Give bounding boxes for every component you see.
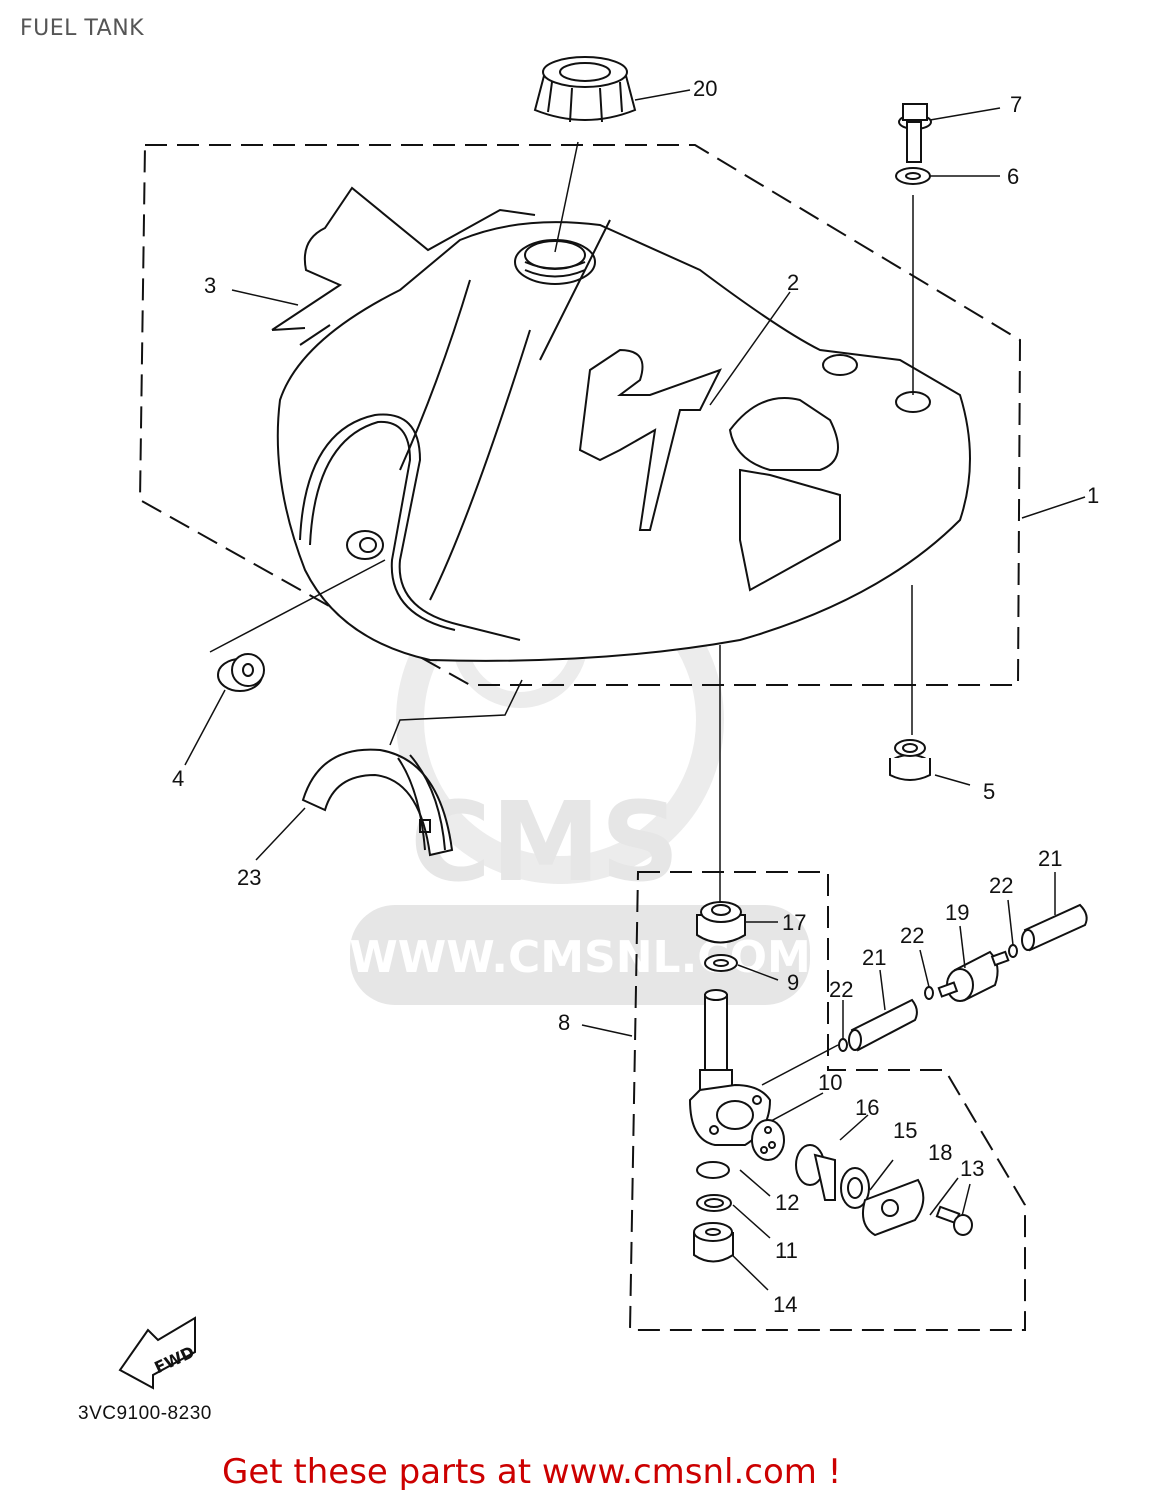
callout-3[interactable]: 3 <box>204 273 216 298</box>
callout-19[interactable]: 19 <box>945 900 969 925</box>
callout-13[interactable]: 13 <box>960 1156 984 1181</box>
side-graphic-3 <box>271 186 536 346</box>
watermark-url: WWW.CMSNL.COM <box>349 932 811 983</box>
fuel-cock-boundary <box>628 871 1026 1331</box>
fwd-arrow-icon: FWD <box>118 1316 197 1390</box>
tank-assembly-boundary <box>138 144 1022 686</box>
callout-6[interactable]: 6 <box>1007 164 1019 189</box>
callout-21b[interactable]: 21 <box>1038 846 1062 871</box>
rt-emblem <box>578 348 723 531</box>
callout-18[interactable]: 18 <box>928 1140 952 1165</box>
callout-12[interactable]: 12 <box>775 1190 799 1215</box>
damper-4 <box>217 653 265 692</box>
washer-6 <box>895 167 931 185</box>
damper-23 <box>301 748 454 857</box>
diagram-code: 3VC9100-8230 <box>78 1403 212 1424</box>
nut-17 <box>696 901 746 944</box>
plate-18 <box>862 1178 925 1237</box>
watermark-logo: CMS <box>410 778 679 906</box>
fuel-filter-19 <box>937 950 1010 1002</box>
callout-7[interactable]: 7 <box>1010 92 1022 117</box>
screw-13 <box>935 1205 973 1236</box>
cup-14 <box>693 1222 734 1263</box>
callout-1[interactable]: 1 <box>1087 483 1099 508</box>
lever-16 <box>795 1144 836 1201</box>
o-ring-11 <box>696 1194 732 1212</box>
callout-22c[interactable]: 22 <box>989 873 1013 898</box>
callout-2[interactable]: 2 <box>787 270 799 295</box>
callout-11[interactable]: 11 <box>775 1238 798 1263</box>
fuel-cock-body <box>688 989 772 1146</box>
callout-17[interactable]: 17 <box>782 910 806 935</box>
callout-numbers: 1 2 3 4 5 6 7 8 9 10 11 12 13 14 15 16 1… <box>172 76 1099 1317</box>
callout-20[interactable]: 20 <box>693 76 717 101</box>
callout-21a[interactable]: 21 <box>862 945 886 970</box>
callout-10[interactable]: 10 <box>818 1070 842 1095</box>
clips-22 <box>838 872 1056 1052</box>
fuel-hose-21b <box>1021 903 1088 952</box>
callout-16[interactable]: 16 <box>855 1095 879 1120</box>
callout-14[interactable]: 14 <box>773 1292 797 1317</box>
page-title: FUEL TANK <box>20 16 145 41</box>
fuel-hose-21a <box>848 998 918 1052</box>
washer-9 <box>704 954 738 972</box>
callout-22a[interactable]: 22 <box>829 977 853 1002</box>
strainer-12 <box>696 1161 730 1179</box>
promo-link[interactable]: Get these parts at www.cmsnl.com ! <box>222 1452 842 1492</box>
callout-22b[interactable]: 22 <box>900 923 924 948</box>
gasket-10 <box>751 1119 785 1161</box>
callout-9[interactable]: 9 <box>787 970 799 995</box>
fuel-tank <box>276 219 971 662</box>
grommet-5 <box>889 739 931 781</box>
callout-23[interactable]: 23 <box>237 865 261 890</box>
wave-washer-15 <box>840 1167 870 1209</box>
bolt-7 <box>898 103 932 163</box>
callout-8[interactable]: 8 <box>558 1010 570 1035</box>
callout-5[interactable]: 5 <box>983 779 995 804</box>
callout-15[interactable]: 15 <box>893 1118 917 1143</box>
leader-lines <box>184 89 1086 1291</box>
fuel-cap-20 <box>533 56 637 123</box>
callout-4[interactable]: 4 <box>172 766 184 791</box>
